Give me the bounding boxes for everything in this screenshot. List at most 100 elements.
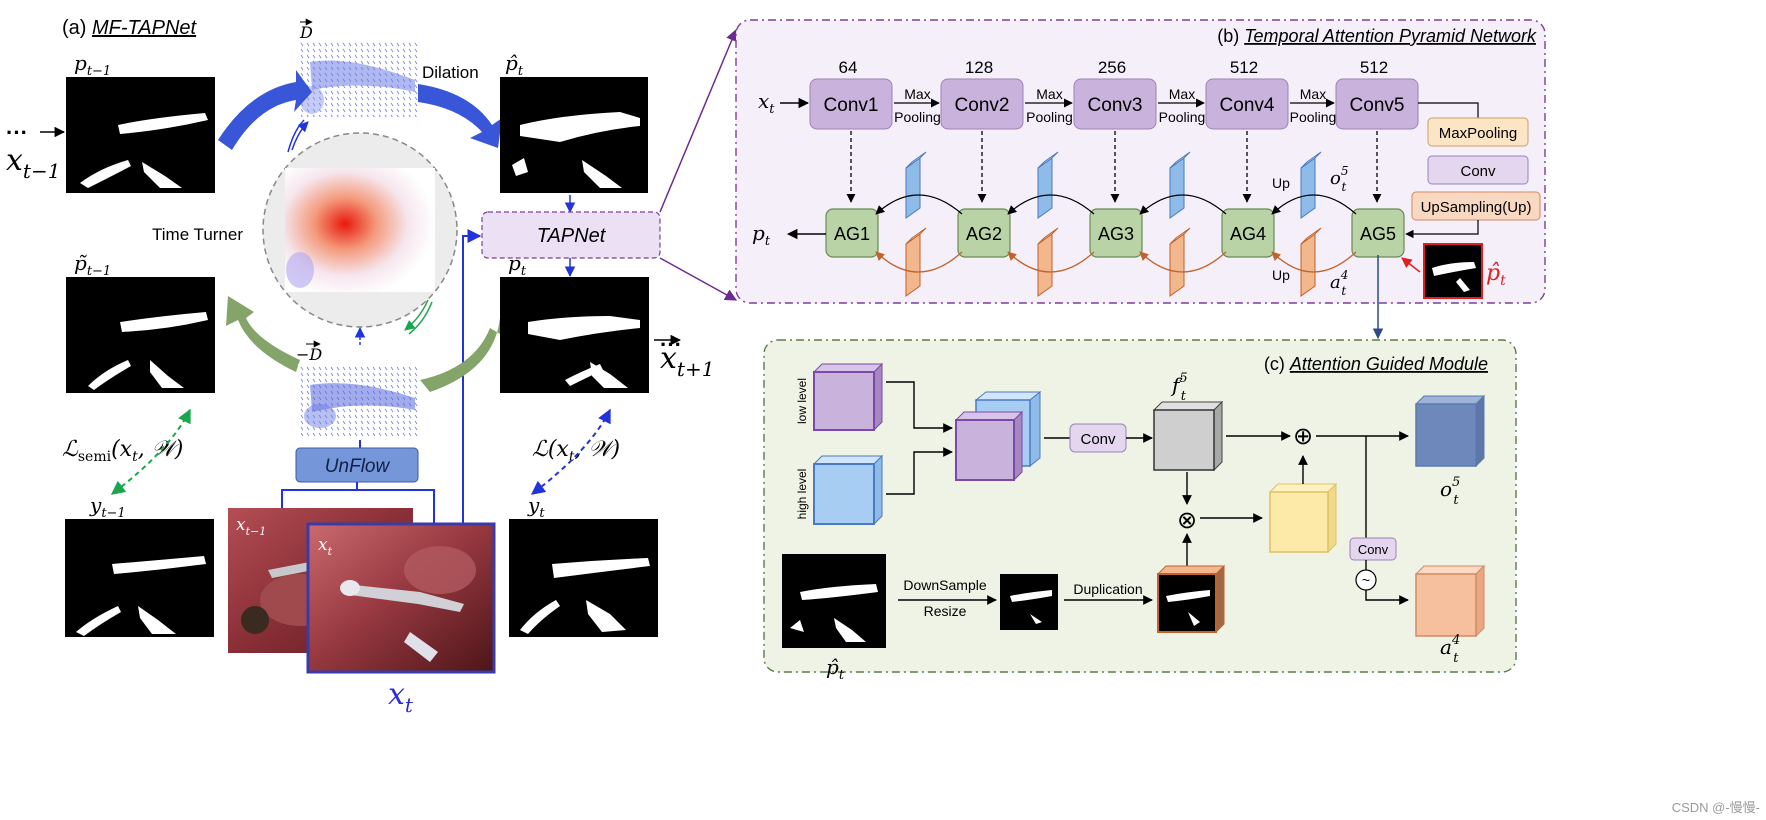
ag-label: AG2 — [966, 224, 1002, 244]
flow-double-arrow-top — [291, 121, 309, 151]
svg-text:xt−1: xt−1 — [236, 515, 266, 538]
ag-label: AG5 — [1360, 224, 1396, 244]
tapnet-label: TAPNet — [537, 225, 607, 247]
maxpool-label-1: Max — [1169, 86, 1195, 102]
panel-c-phat-label: p̂t — [826, 655, 845, 683]
ag-block-5: AG5 — [1271, 151, 1405, 297]
side-op-upsampling — [1411, 191, 1541, 221]
mask-p-prev — [66, 77, 215, 193]
concat-cubes — [954, 390, 1042, 482]
conv-box — [940, 78, 1024, 130]
flow-double-arrow-top-2 — [287, 119, 305, 153]
conv-label: Conv2 — [955, 95, 1010, 116]
ag-box — [1221, 208, 1275, 258]
ag-box — [957, 208, 1011, 258]
x-next-label: xt+1 — [660, 341, 714, 381]
green-arrow-right — [420, 318, 500, 392]
panel-a: (a) MF-TAPNet pt−1 ··· xt−1 D Dilation p… — [6, 17, 714, 717]
o-feature-top — [1037, 151, 1059, 169]
d-vec-label: D — [299, 23, 313, 42]
conv-label: Conv3 — [1088, 95, 1143, 116]
maxpool-label-1: Max — [1036, 86, 1062, 102]
a-flow-arrow — [1007, 251, 1095, 273]
a-flow-arrow — [1139, 251, 1227, 273]
maxpool-label-1: Max — [904, 86, 930, 102]
conv-label: Conv1 — [824, 95, 879, 116]
ag-block-1: AG1 — [825, 208, 879, 258]
p-t-label: pt — [508, 251, 527, 279]
panel-b-phat-label: p̂t — [1486, 261, 1506, 289]
p-tilde-label: p̃t−1 — [74, 251, 111, 279]
ag-box — [825, 208, 879, 258]
mask-p-hat — [500, 77, 648, 193]
a-feature-block — [1300, 233, 1316, 297]
neg-d-vec-label: −D — [296, 345, 322, 364]
a-feature-block — [1037, 233, 1053, 297]
conv-box — [1073, 78, 1157, 130]
high-level-label: high level — [795, 469, 809, 520]
mask-y-t — [509, 519, 658, 637]
tapnet-box — [481, 211, 661, 259]
panel-b-phat-mask — [1423, 243, 1483, 299]
sigma-to-a4-arrow — [1365, 590, 1409, 605]
o5-cube — [1414, 394, 1486, 468]
loss-label: ℒ(xt, 𝒲) — [532, 437, 620, 465]
phat-to-ag5-arrow — [1401, 257, 1421, 273]
ag-label: AG3 — [1098, 224, 1134, 244]
ag-box — [1089, 208, 1143, 258]
ag-block-3: AG3 — [1007, 151, 1143, 297]
f5-cube — [1152, 400, 1224, 472]
o-flow-arrow — [875, 194, 963, 215]
a4-cube — [1414, 564, 1486, 638]
side-to-ag5-line — [1405, 220, 1479, 239]
a-feature-top — [905, 227, 927, 245]
x-prev-label: xt−1 — [6, 143, 60, 183]
mask-y-prev — [65, 519, 214, 637]
conv-channels: 64 — [839, 58, 858, 77]
mask-p-t — [500, 277, 649, 393]
green-arrow-left — [226, 296, 300, 372]
up-label-bottom: Up — [1272, 267, 1290, 283]
svg-text:xt: xt — [318, 535, 333, 558]
downsampled-mask — [1000, 574, 1058, 630]
plus-op: ⊕ — [1293, 423, 1313, 450]
a-feature-block — [1169, 233, 1185, 297]
side-op-maxpool-label: MaxPooling — [1439, 125, 1517, 142]
loss-arrow — [530, 408, 611, 495]
conv-box — [809, 78, 893, 130]
o-flow-arrow — [1007, 194, 1095, 215]
flow-field-neg-d — [298, 364, 418, 436]
x-prev-dots: ··· — [6, 120, 28, 145]
attention-cube — [1268, 482, 1338, 554]
x-t-big-label: xt — [388, 677, 414, 717]
conv-label: Conv5 — [1350, 95, 1405, 116]
a-feature-top — [1300, 227, 1322, 245]
y-t-label: yt — [527, 493, 545, 521]
panel-c-conv-small-box — [1349, 537, 1397, 561]
panel-b-output: pt — [752, 221, 771, 249]
up-label-top: Up — [1272, 175, 1290, 191]
y-prev-label: yt−1 — [89, 493, 126, 521]
low-level-cube — [812, 362, 884, 432]
ag-block-2: AG2 — [875, 151, 1011, 297]
ag-label: AG4 — [1230, 224, 1266, 244]
o-feature-top — [905, 151, 927, 169]
time-turner-label: Time Turner — [152, 225, 243, 244]
blue-arrow-left — [218, 70, 312, 150]
high-to-concat-arrow — [886, 447, 953, 495]
sigmoid-symbol: ~ — [1362, 572, 1370, 588]
resize-label: Resize — [924, 603, 967, 619]
o-flow-arrow — [1271, 194, 1357, 215]
conv-box — [1205, 78, 1289, 130]
o-flow-arrow — [1139, 194, 1227, 215]
conv-channels: 512 — [1230, 58, 1258, 77]
panel-c-conv-small-label: Conv — [1358, 542, 1389, 557]
